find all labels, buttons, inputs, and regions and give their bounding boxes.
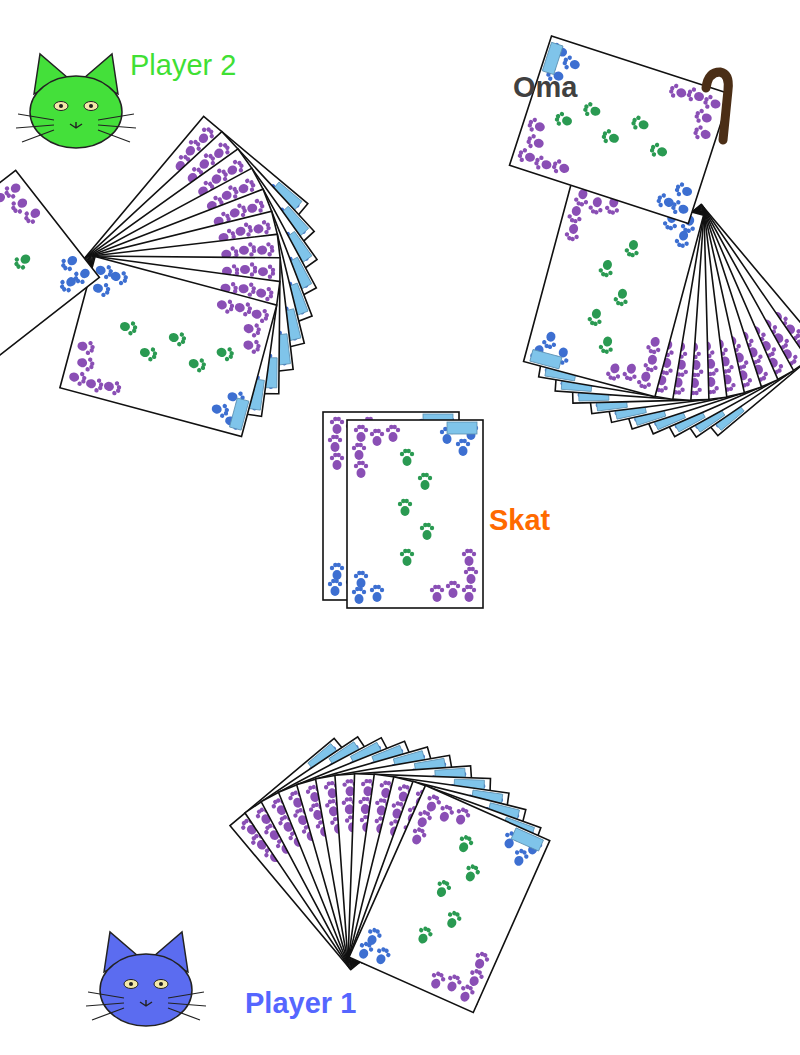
player-2-cat <box>16 54 136 148</box>
hand-of-cards <box>509 36 800 437</box>
card-fans <box>0 36 800 1012</box>
player-name: Player 2 <box>130 48 236 82</box>
hand-of-cards <box>0 116 317 436</box>
player-name: Player 1 <box>245 986 356 1020</box>
playing-card <box>0 170 99 393</box>
skat-cards <box>323 412 483 608</box>
skat-card <box>347 420 483 608</box>
playing-card <box>509 36 730 223</box>
hand-of-cards <box>230 737 550 1013</box>
player-1-cat <box>86 932 206 1026</box>
walking-cane <box>706 72 728 140</box>
playing-card <box>349 785 550 1012</box>
skat-label: Skat <box>489 503 550 537</box>
player-name: Oma <box>513 70 577 104</box>
